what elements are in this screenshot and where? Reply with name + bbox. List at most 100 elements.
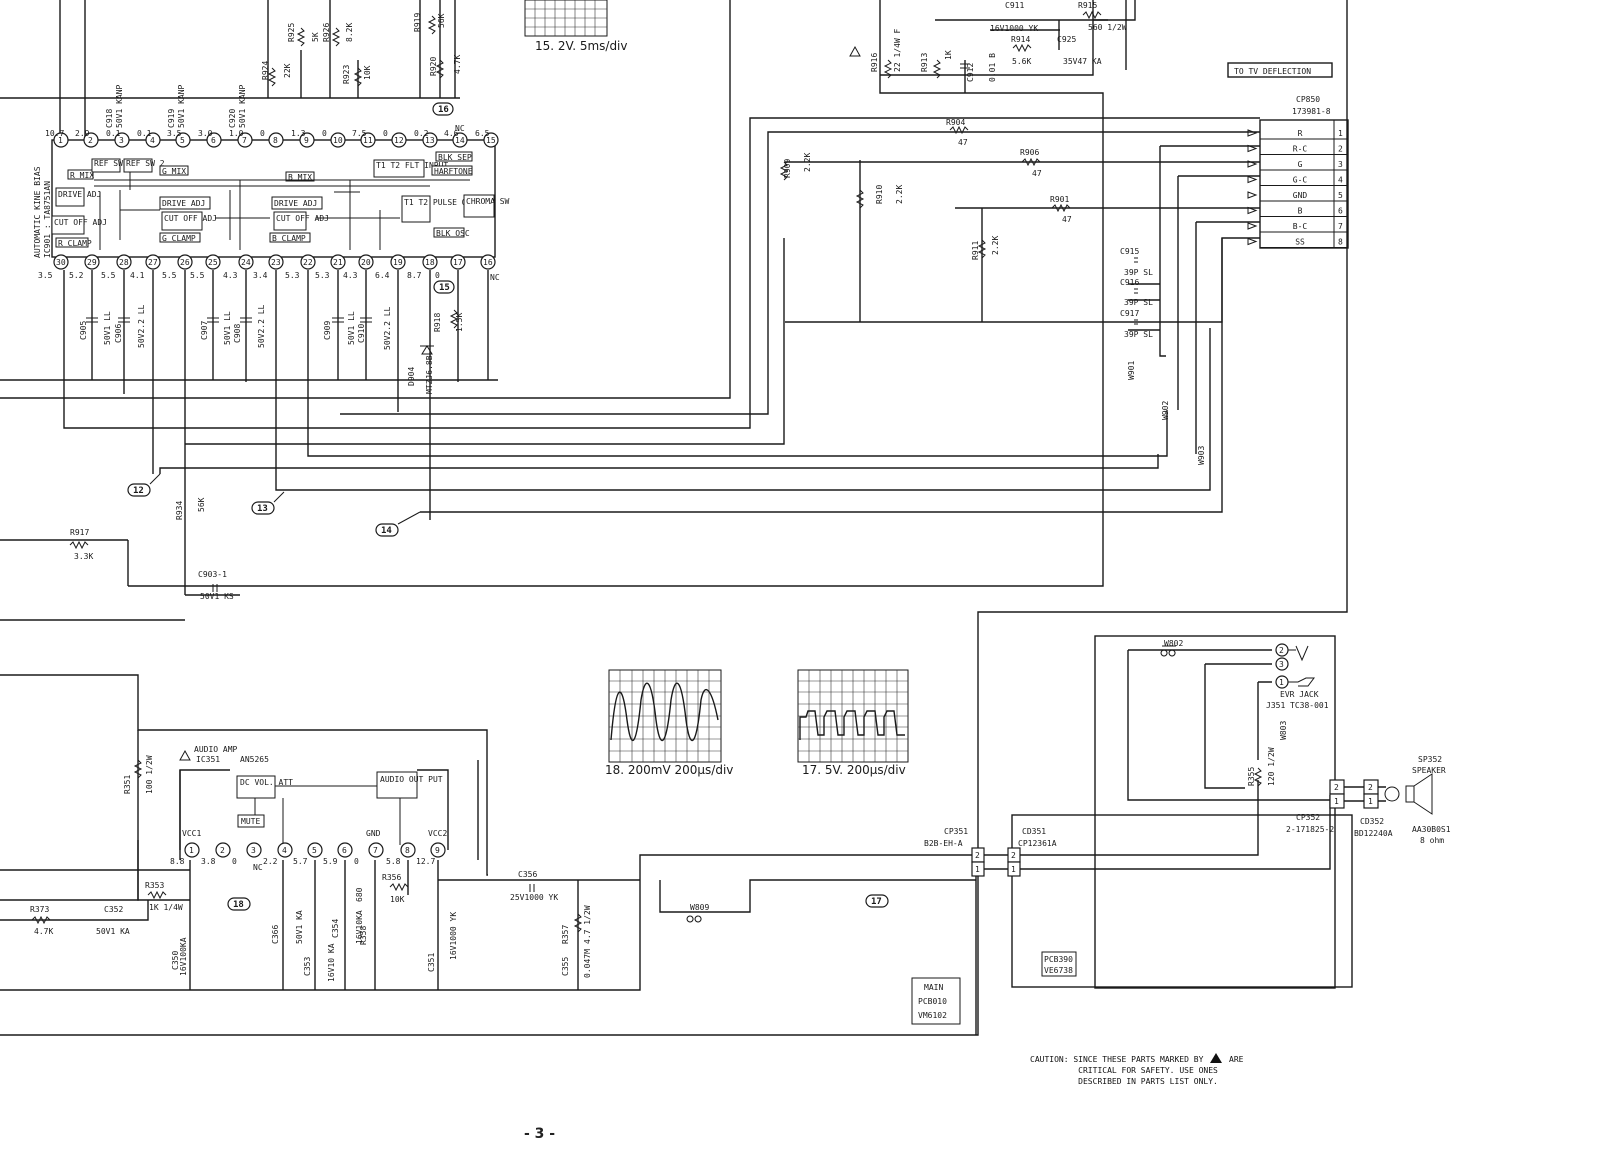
svg-text:4.7K: 4.7K xyxy=(34,927,53,936)
ic901-pin-8 xyxy=(268,132,284,148)
to-tv-deflection-label: TO TV DEFLECTION xyxy=(1234,67,1311,76)
svg-text:C350: C350 xyxy=(171,951,180,970)
label-R914: R914 xyxy=(1011,35,1030,44)
ic901-pin-number: 10 xyxy=(333,136,343,145)
value-C912: 0.01 B xyxy=(988,53,997,82)
svg-text:3: 3 xyxy=(1279,660,1284,669)
nc-top-label: NC xyxy=(455,124,465,133)
svg-text:CUT OFF ADJ: CUT OFF ADJ xyxy=(276,214,329,223)
ic901-pin-15 xyxy=(483,132,499,148)
capacitor-symbols xyxy=(86,309,459,355)
svg-text:J351: J351 xyxy=(1266,701,1285,710)
svg-text:W809: W809 xyxy=(690,903,709,912)
oscilloscope-15: 15. 2V. 5ms/div xyxy=(524,0,628,53)
value-C920: 50V1 KANP xyxy=(238,84,247,128)
svg-text:CP351: CP351 xyxy=(944,827,968,836)
svg-text:56K: 56K xyxy=(197,497,206,512)
label-C925: C925 xyxy=(1057,35,1076,44)
ic901-pin-voltage: 5.5 xyxy=(101,271,116,280)
ic901-pin-voltage: 0.1 xyxy=(137,129,152,138)
ic901-pin-29 xyxy=(84,254,100,270)
arrow-right-icon xyxy=(1247,160,1258,168)
ic901-pin-voltage: 5.5 xyxy=(190,271,205,280)
ic351-pin-number: 8 xyxy=(405,846,410,855)
svg-text:8 ohm: 8 ohm xyxy=(1420,836,1444,845)
ic901-pin-voltage: 0.2 xyxy=(414,129,429,138)
nc-bottom-label: NC xyxy=(490,273,500,282)
cp850-signal-B: B xyxy=(1298,207,1303,216)
ic901-pin-number: 27 xyxy=(148,258,158,267)
ic351-pin-voltage: 3.8 xyxy=(201,857,216,866)
cp850-pin-number: 8 xyxy=(1338,238,1343,247)
svg-text:CD352: CD352 xyxy=(1360,817,1384,826)
test-points-audio: 18 17 xyxy=(227,894,889,911)
svg-text:16V10 KA: 16V10 KA xyxy=(327,943,336,982)
ic901-bottom-component-labels: C905 50V1 LL C906 50V2.2 LL C907 50V1 LL… xyxy=(79,304,464,394)
ic351-pin-voltage: 5.9 xyxy=(323,857,338,866)
speaker-board-label: PCB390 VE6738 xyxy=(1041,951,1077,977)
ic901-pin-voltage: 4.6 xyxy=(444,129,459,138)
svg-text:R CLAMP: R CLAMP xyxy=(58,239,92,248)
ic901-pin-voltage: 4.3 xyxy=(343,271,358,280)
svg-text:B MIX: B MIX xyxy=(288,173,312,182)
svg-text:R911: R911 xyxy=(971,241,980,260)
ic351-pin-voltage: 12.7 xyxy=(416,857,435,866)
ic901-pin-16 xyxy=(480,254,496,270)
value-R920: 4.7K xyxy=(453,55,462,74)
value-C918: 50V1 KANP xyxy=(115,84,124,128)
ic901-pin-5 xyxy=(175,132,191,148)
svg-text:47: 47 xyxy=(958,138,968,147)
ic351-pin-number: 1 xyxy=(189,846,194,855)
label-R919: R919 xyxy=(413,13,422,32)
test-point-16: 16 NC xyxy=(432,102,465,133)
label-R915: R915 xyxy=(1078,1,1097,10)
ic901-bottom-wiring xyxy=(0,0,1260,621)
value-R916: 22 1/4W F xyxy=(893,28,902,72)
svg-text:VM6102: VM6102 xyxy=(918,1011,947,1020)
svg-text:13: 13 xyxy=(257,504,268,514)
safety-mark-icon xyxy=(849,45,861,57)
value-C919: 50V1 KANP xyxy=(177,84,186,128)
rgb-component-labels: R904 47 R906 47 R901 47 R909 2.2K R910 2… xyxy=(779,118,1206,465)
ic901-pin-voltage: 3.5 xyxy=(38,271,53,280)
svg-text:B2B-EH-A: B2B-EH-A xyxy=(924,839,963,848)
svg-text:NC: NC xyxy=(253,863,263,872)
label-R916: R916 xyxy=(870,53,879,72)
ic901-pin-voltage: 3.4 xyxy=(253,271,268,280)
ic901-pin-voltage: 5.3 xyxy=(315,271,330,280)
ic901-pin-voltage: 3.5 xyxy=(167,129,182,138)
cp850-connector: TO TV DEFLECTION CP850 173981-8 xyxy=(1227,62,1349,249)
ic901-pin-number: 7 xyxy=(242,136,247,145)
ic901-pin-number: 26 xyxy=(180,258,190,267)
oscilloscope-18: 18. 200mV 200µs/div xyxy=(605,669,733,777)
ic901-pin-number: 17 xyxy=(453,258,463,267)
ic901-pin-22 xyxy=(300,254,316,270)
svg-text:1: 1 xyxy=(1011,865,1016,874)
svg-text:50V1 LL: 50V1 LL xyxy=(223,311,232,345)
svg-text:2.2K: 2.2K xyxy=(895,185,904,204)
svg-text:C366: C366 xyxy=(271,925,280,944)
svg-text:15: 15 xyxy=(439,283,450,293)
ic901-pin-2 xyxy=(83,132,99,148)
caution-note: CAUTION: SINCE THESE PARTS MARKED BY ARE… xyxy=(1030,1053,1244,1086)
svg-text:DRIVE ADJ: DRIVE ADJ xyxy=(58,190,101,199)
speaker-icon xyxy=(1405,785,1415,803)
svg-text:DRIVE ADJ: DRIVE ADJ xyxy=(162,199,205,208)
ic901-pin-28 xyxy=(116,254,132,270)
svg-text:REF SW 1: REF SW 1 xyxy=(94,159,133,168)
svg-text:T1 T2 FLT INPUT: T1 T2 FLT INPUT xyxy=(376,161,448,170)
svg-text:17: 17 xyxy=(871,897,882,907)
svg-text:50V1 LL: 50V1 LL xyxy=(103,311,112,345)
svg-text:47: 47 xyxy=(1062,215,1072,224)
cp850-signal-R: R xyxy=(1298,129,1303,138)
label-C919: C919 xyxy=(167,109,176,128)
ic901-pin-24 xyxy=(238,254,254,270)
ic901-pin-number: 28 xyxy=(119,258,129,267)
svg-text:2: 2 xyxy=(1368,783,1373,792)
ic901-pin-number: 24 xyxy=(241,258,251,267)
svg-text:W802: W802 xyxy=(1164,639,1183,648)
ic901-pin-20 xyxy=(358,254,374,270)
svg-text:BLK OSC: BLK OSC xyxy=(436,229,470,238)
label-R923: R923 xyxy=(342,65,351,84)
